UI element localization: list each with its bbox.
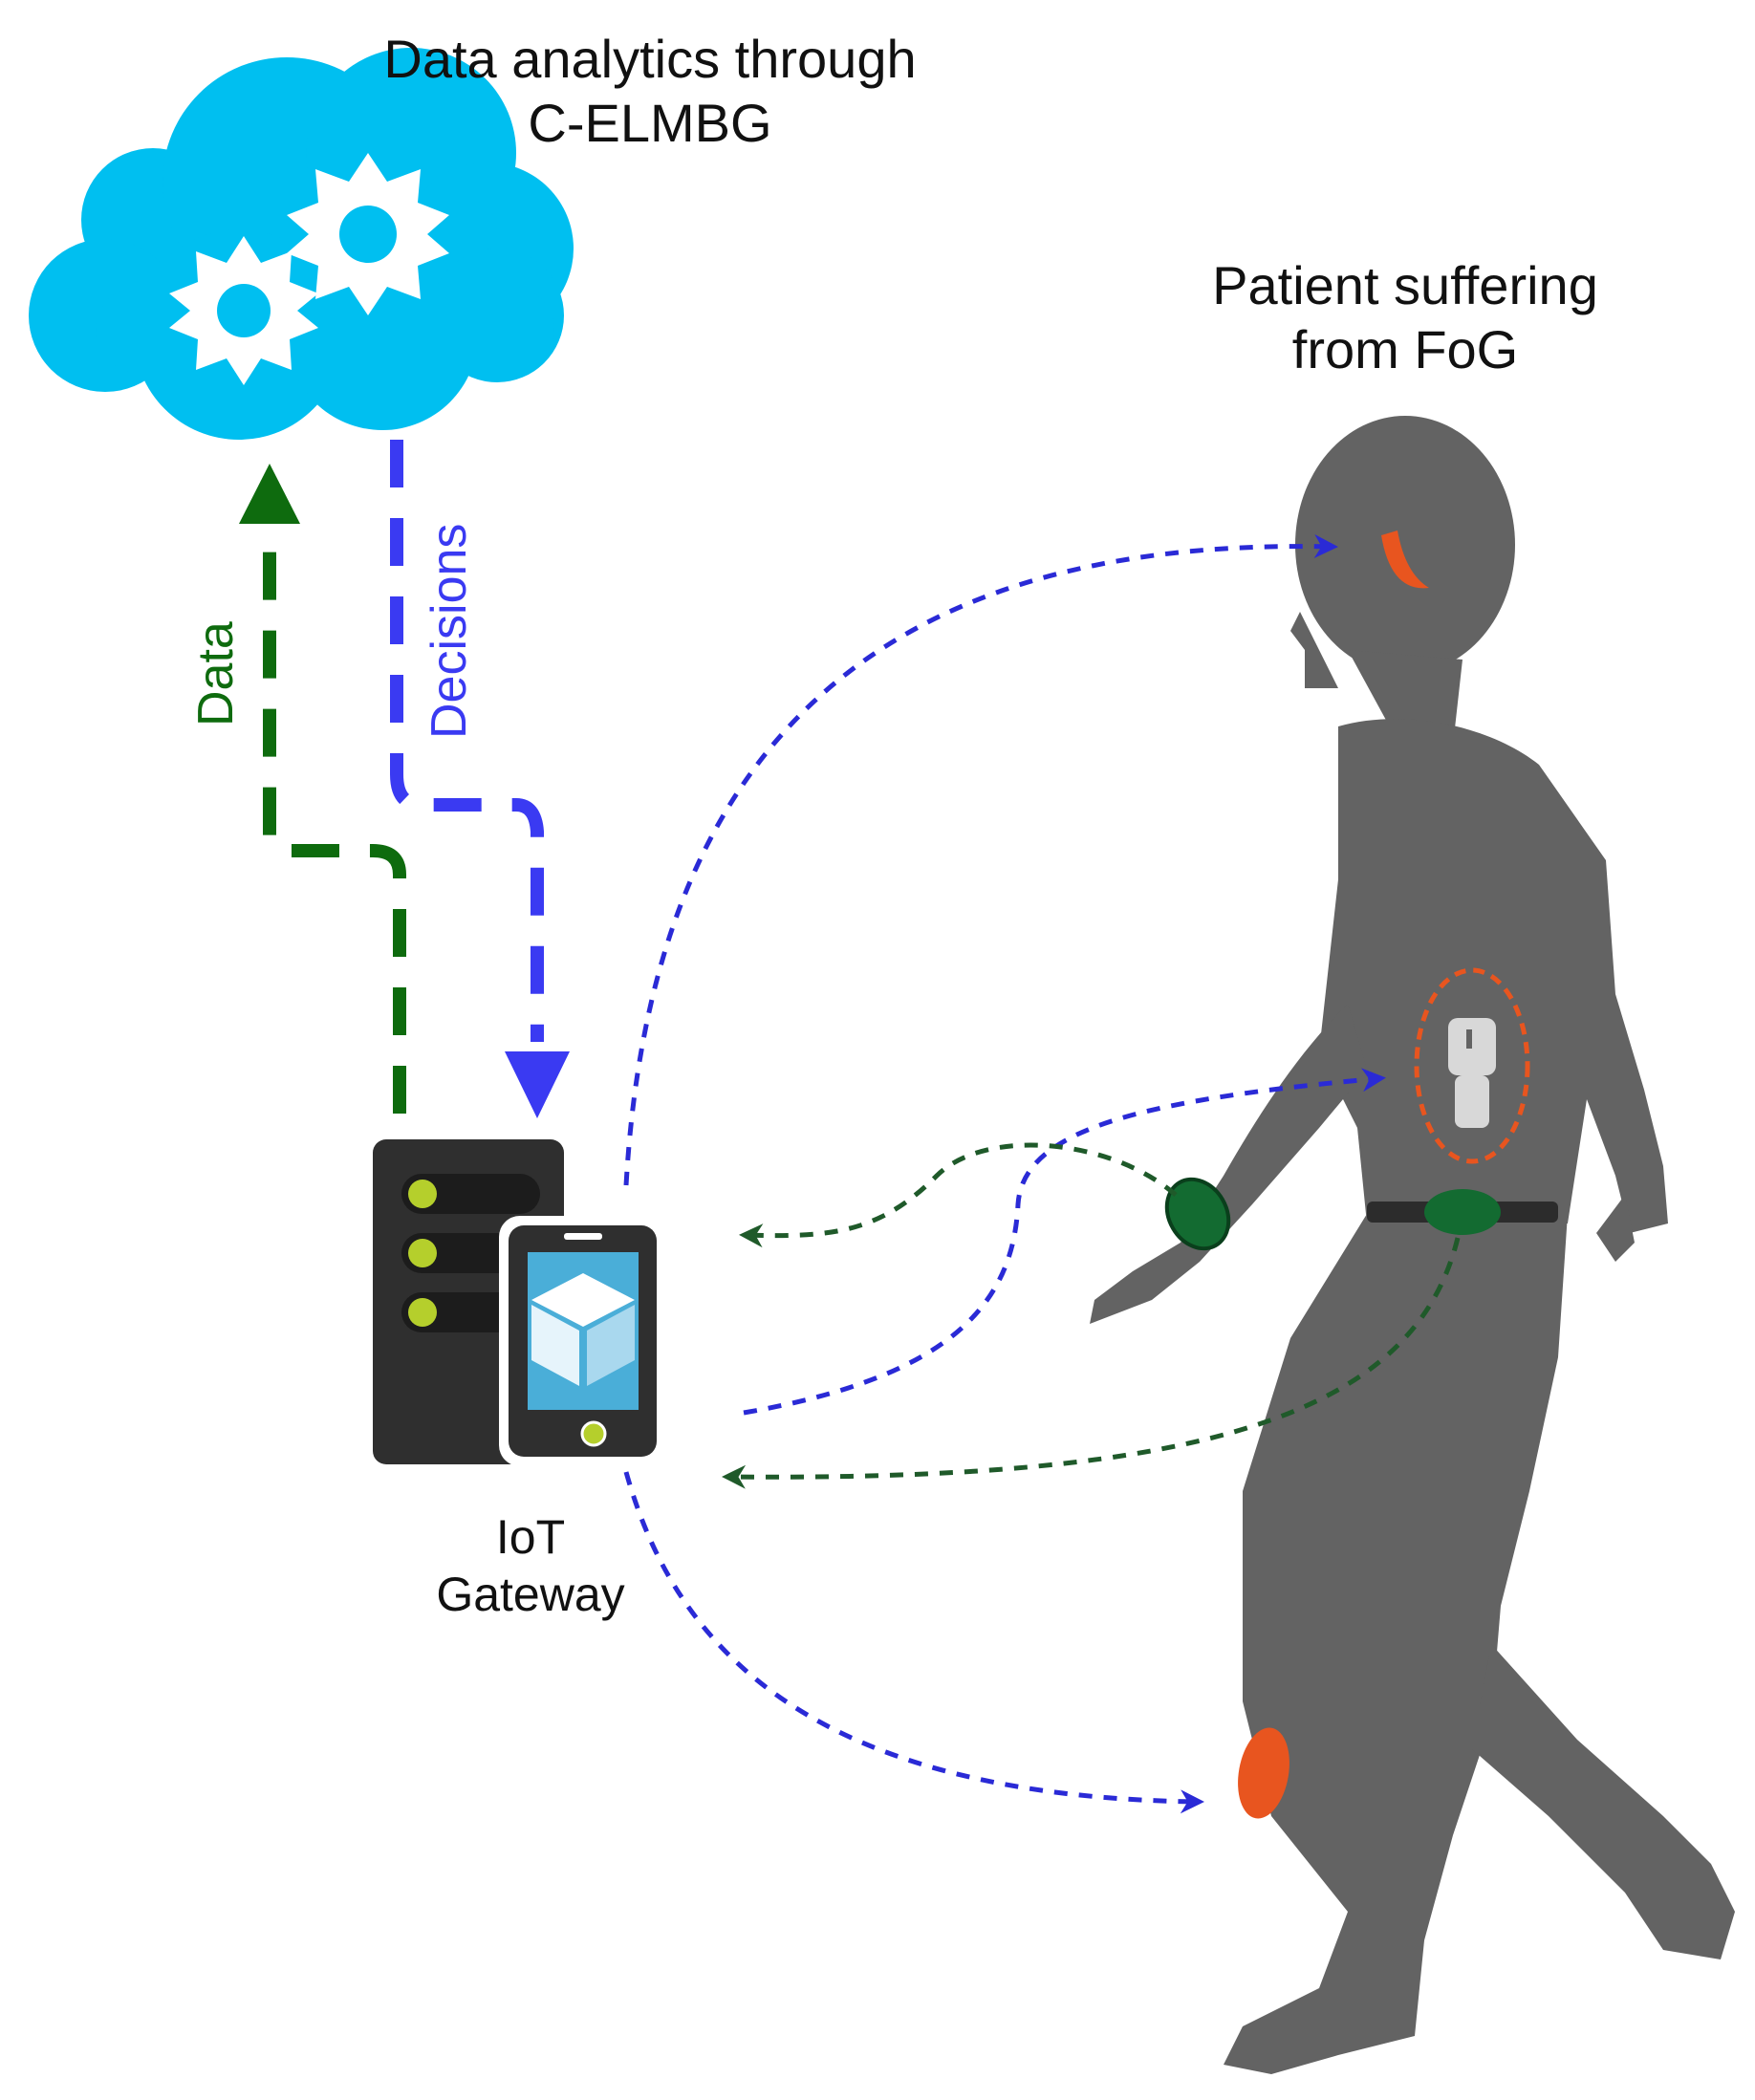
decisions-arrow-label: Decisions: [422, 523, 477, 739]
patient-title-line1: Patient suffering: [1212, 255, 1598, 315]
head-sensor: [1381, 530, 1429, 589]
data-arrow-label: Data: [188, 621, 244, 726]
wrist-sensor: [1164, 1177, 1231, 1251]
gateway-label-line2: Gateway: [436, 1568, 625, 1621]
data-arrow: [239, 464, 406, 1114]
gear-icon: [169, 236, 318, 385]
link-gateway-to-head: [623, 534, 1338, 1186]
patient-title: Patient suffering from FoG: [1118, 253, 1692, 381]
gear-icon: [287, 153, 449, 315]
link-belt-to-gateway: [722, 1237, 1461, 1489]
link-gateway-to-knee: [623, 1471, 1204, 1814]
cloud-title-line2: C-ELMBG: [528, 93, 772, 154]
cloud-icon: [29, 48, 574, 440]
link-gateway-to-pocket-sensor: [743, 1068, 1386, 1416]
gateway-label-line1: IoT: [495, 1510, 566, 1564]
pocket-sensor: [1414, 967, 1530, 1164]
belt-sensor: [1367, 1189, 1558, 1235]
smartphone-icon: [499, 1216, 666, 1466]
patient-title-line2: from FoG: [1291, 319, 1519, 380]
knee-sensor: [1238, 1727, 1289, 1819]
cloud-title: Data analytics through C-ELMBG: [287, 27, 1013, 155]
cube-icon: [531, 1273, 635, 1386]
cloud-title-line1: Data analytics through: [383, 29, 917, 89]
gateway-label: IoT Gateway: [378, 1508, 683, 1623]
decisions-arrow: [390, 440, 570, 1118]
wireless-links: [623, 534, 1461, 1814]
link-wrist-to-gateway: [739, 1142, 1178, 1248]
